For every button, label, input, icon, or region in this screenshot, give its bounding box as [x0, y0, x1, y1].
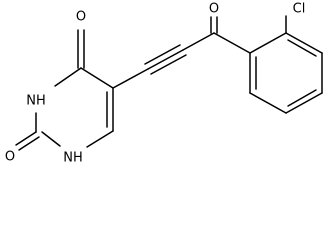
atom-nh-lower: NH [63, 151, 83, 166]
bond-n1-c2 [41, 131, 61, 147]
bond-alkyne-triple-3 [150, 54, 187, 75]
bond-c2-o-double [18, 136, 40, 151]
bond-ar5-ar6 [249, 92, 287, 114]
atom-o-bottom: O [5, 150, 15, 165]
atom-o-top: O [76, 10, 86, 25]
structure-canvas: O NH NH H H O O Cl [5, 2, 323, 166]
bond-alkyne-triple-1 [147, 49, 184, 70]
bond-ar1-ar2 [249, 32, 287, 54]
atom-nh-upper: NH [26, 94, 46, 109]
molecule-structure: O NH NH H H O O Cl [5, 2, 323, 166]
bond-alkyne-carbonyl [182, 32, 215, 51]
bond-c4-c5 [80, 67, 114, 89]
bond-ar4-ar5 [285, 92, 323, 114]
bond-carbonyl-aryl [213, 32, 251, 54]
bond-ar2-ar3 [285, 32, 323, 54]
bond-c4-n3 [54, 67, 82, 87]
atom-o-carbonyl: O [209, 2, 219, 17]
bond-c6-n1 [86, 130, 114, 148]
bond-alkyne-triple-2 [144, 44, 181, 65]
bond-c5-alkyne [112, 68, 149, 89]
atom-chlorine: Cl [293, 2, 306, 17]
bond-ar4-ar5-inner [287, 89, 317, 107]
bond-ar2-ar3-inner [287, 39, 317, 57]
bond-c2-o [15, 131, 37, 146]
